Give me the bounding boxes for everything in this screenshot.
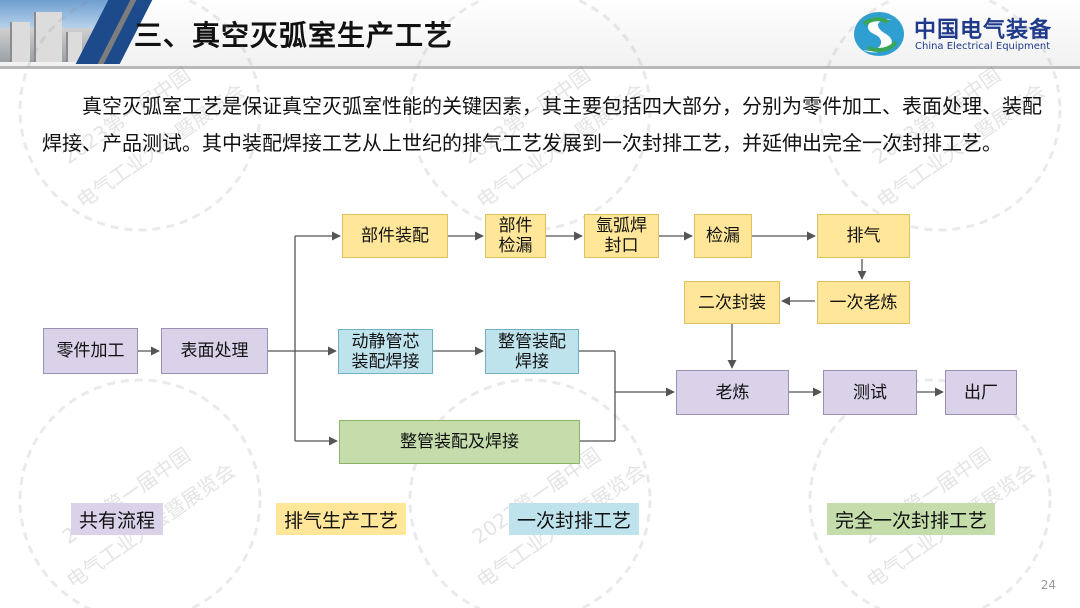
node-line: 装配焊接 [351, 351, 420, 372]
node-line: 整管装配 [498, 331, 566, 352]
node-exhaust: 排气 [817, 214, 910, 258]
node-line: 氩弧焊 [596, 216, 647, 236]
node-whole-tube-assembly-and-weld: 整管装配及焊接 [339, 420, 580, 464]
node-delivery: 出厂 [945, 370, 1017, 415]
node-line: 焊接 [515, 351, 549, 372]
node-whole-tube-assembly-weld: 整管装配 焊接 [485, 329, 579, 374]
logo-english-text: China Electrical Equipment [915, 41, 1051, 52]
node-line: 封口 [604, 236, 639, 256]
node-secondary-seal: 二次封装 [684, 281, 780, 324]
node-testing: 测试 [823, 370, 917, 415]
legend-common: 共有流程 [71, 503, 164, 535]
node-component-leak-check: 部件 检漏 [485, 214, 546, 258]
node-line: 动静管芯 [351, 331, 420, 352]
legend-exhaust-process: 排气生产工艺 [276, 503, 407, 535]
node-argon-arc-seal: 氩弧焊 封口 [584, 214, 659, 258]
node-aging: 老炼 [676, 370, 789, 415]
node-primary-aging: 一次老炼 [817, 281, 910, 324]
node-component-assembly: 部件装配 [342, 214, 448, 258]
logo-chinese-text: 中国电气装备 [914, 18, 1053, 43]
node-parts-machining: 零件加工 [43, 328, 138, 374]
legend-full-one-seal: 完全一次封排工艺 [827, 503, 996, 535]
node-dynamic-static-assembly: 动静管芯 装配焊接 [338, 329, 433, 374]
intro-paragraph: 真空灭弧室工艺是保证真空灭弧室性能的关键因素，其主要包括四大部分，分别为零件加工… [42, 94, 1042, 155]
node-leak-check: 检漏 [694, 214, 752, 258]
node-surface-treatment: 表面处理 [161, 328, 268, 374]
page-number: 24 [1040, 578, 1056, 592]
logo-mark-icon [854, 12, 904, 56]
slide-header: 三、真空灭弧室生产工艺 中国电气装备 China Electrical Equi… [0, 0, 1080, 72]
node-line: 部件 [498, 216, 533, 236]
company-logo: 中国电气装备 China Electrical Equipment [852, 8, 1072, 60]
legend-one-seal: 一次封排工艺 [509, 503, 640, 535]
page-title: 三、真空灭弧室生产工艺 [134, 19, 454, 52]
node-line: 检漏 [498, 236, 533, 256]
